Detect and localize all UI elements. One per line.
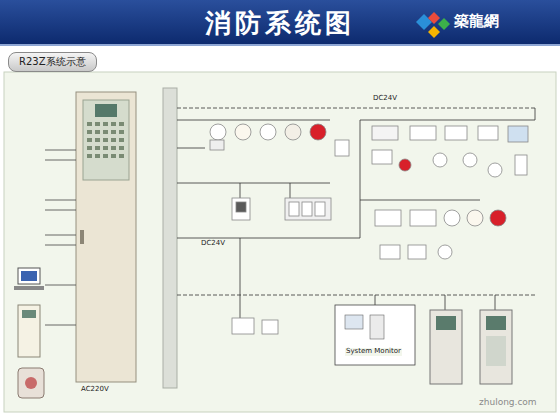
watermark: zhulong.com bbox=[478, 398, 538, 408]
signal-label: DC24V bbox=[200, 240, 226, 248]
logo-box: 築龍網 bbox=[408, 8, 509, 35]
signal-label: System Monitor bbox=[345, 348, 402, 356]
node-text: 築龍網 bbox=[454, 12, 499, 31]
node-text: R23Z系统示意 bbox=[19, 55, 86, 69]
signal-label: AC220V bbox=[80, 386, 110, 394]
signal-label: DC24V bbox=[372, 95, 398, 103]
section-tab: R23Z系统示意 bbox=[8, 52, 97, 72]
